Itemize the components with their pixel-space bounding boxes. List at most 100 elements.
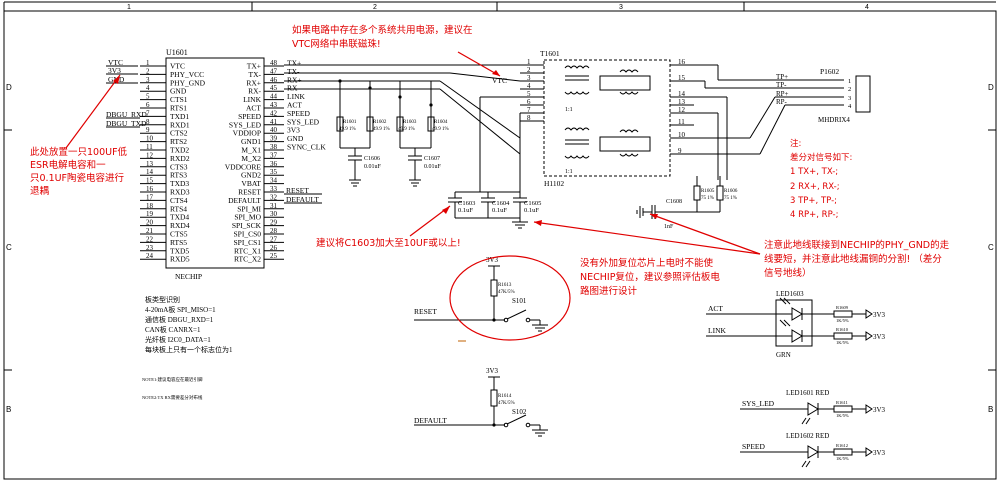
u1601-pin-name: VDDIOP	[233, 129, 261, 138]
u1601-pin-name: RXD5	[170, 255, 190, 264]
c1606-val: 0.01uF	[364, 164, 382, 170]
u1601-pin-number: 30	[270, 210, 278, 218]
gnd-tip-line-1: 注意此地线联接到NECHIP的PHY_GND的走	[764, 239, 950, 251]
u1601-pin-name: RX-	[248, 87, 261, 96]
reset-3v3: 3V3	[486, 256, 499, 264]
sys-led-3v3: 3V3	[873, 406, 886, 414]
u1601-body	[165, 57, 265, 269]
c1603-tip: 建议将C1603加大至10UF或以上!	[316, 237, 461, 249]
u1601-pin-number: 25	[270, 252, 278, 260]
p1602-pin-3: 3	[848, 95, 851, 102]
u1601-pin-name: GND1	[241, 137, 261, 146]
row-label-d-right: D	[988, 83, 994, 92]
u1601-pin-number: 12	[146, 151, 154, 159]
u1601-right-net-label: LINK	[287, 92, 305, 101]
cap-tip-line-3: 只0.1UF陶瓷电容进行	[30, 172, 125, 184]
u1601-pin-number: 19	[146, 210, 154, 218]
t1601-pin-number: 4	[527, 82, 531, 90]
u1601-pin-number: 20	[146, 219, 154, 227]
r1612-ref: R1612	[836, 443, 848, 448]
diff-note-item-3: 3 TP+, TP-;	[790, 196, 837, 206]
net-label-3v3-left: 3V3	[108, 66, 121, 75]
default-net-label: DEFAULT	[414, 416, 447, 425]
col-label-2: 2	[373, 4, 377, 11]
u1601-pin-name: PHY_VCC	[170, 70, 204, 79]
net-label-rp-plus: RP+	[776, 90, 789, 98]
u1601-right-pins: 48TX+47TX-46RX+45RX-44LINK43ACT42SPEED41…	[225, 59, 284, 264]
net-label-vtc-transformer: VTC	[492, 76, 507, 85]
u1601-right-net-label: 3V3	[287, 126, 300, 135]
u1601-pin-name: RXD1	[170, 120, 190, 129]
u1601-pin-name: M_X1	[241, 146, 261, 155]
u1601-pin-number: 31	[270, 202, 278, 210]
u1601-pin-name: RTS2	[170, 137, 187, 146]
gnd-tip-line-3: 信号地线）	[764, 267, 812, 279]
c1605-ref: C1605	[524, 200, 541, 207]
u1601-pin-name: CTS4	[170, 196, 188, 205]
reset-net-label: RESET	[414, 307, 437, 316]
row-label-d-left: D	[6, 83, 12, 92]
reset-tip-line-3: 路图进行设计	[580, 285, 638, 297]
u1601-pin-number: 4	[146, 84, 150, 92]
diff-note-item-4: 4 RP+, RP-;	[790, 210, 838, 220]
u1601-pin-number: 5	[146, 93, 150, 101]
r1605-val: 75 1%	[701, 196, 714, 201]
t1601-ratio-1: 1:1	[565, 107, 573, 113]
u1601-pin-number: 7	[146, 109, 150, 117]
reset-tip-line-2: NECHIP复位，建议参照评估板电	[580, 271, 720, 283]
c1608-val: 1nF	[664, 224, 674, 230]
u1601-pin-number: 39	[270, 135, 278, 143]
annotations: 如果电路中存在多个系统共用电源，建议在 VTC网络中串联磁珠! 此处放置一只10…	[30, 24, 950, 341]
s102-ref: S102	[512, 408, 527, 416]
t1601-pin-number: 8	[527, 114, 531, 122]
c1604-ref: C1604	[492, 200, 510, 207]
u1601-pin-name: RXD4	[170, 221, 190, 230]
p1602-name: MHDRIX4	[818, 116, 850, 124]
net-label-link: LINK	[708, 326, 726, 335]
note-2: NOTE2:TX RX需要差分对布线	[142, 394, 203, 401]
led1603-block: LED1603 GRN ACT LINK R1609 1K/5% R1610 1…	[706, 290, 886, 359]
t1601-ratio-2: 1:1	[565, 169, 573, 175]
u1601-right-net-label: SYNC_CLK	[287, 143, 326, 152]
p1602-pin-2: 2	[848, 86, 851, 93]
net-label-dbgu-rxd: DBGU_RXD	[106, 110, 147, 119]
diff-signal-lines	[284, 64, 521, 155]
u1601-pin-number: 14	[146, 168, 154, 176]
cap-tip-line-1: 此处放置一只100UF低	[30, 146, 128, 158]
u1601-pin-number: 44	[270, 93, 278, 101]
u1601-pin-number: 2	[146, 67, 150, 75]
u1601-pin-number: 9	[146, 126, 150, 134]
c1605-val: 0.1uF	[524, 207, 539, 214]
u1601-pin-number: 17	[146, 193, 154, 201]
u1601-pin-number: 34	[270, 177, 278, 185]
p1602-ref: P1602	[820, 67, 839, 76]
u1601-pin-number: 3	[146, 76, 150, 84]
r1601-ref: R1601	[343, 120, 357, 125]
u1601-pin-name: TXD5	[170, 246, 189, 255]
row-label-b-right: B	[988, 405, 993, 414]
u1601-pin-name: TXD3	[170, 179, 189, 188]
cap-tip-line-2: ESR电解电容和一	[30, 159, 106, 171]
u1601-pin-number: 37	[270, 151, 278, 159]
u1601-pin-number: 11	[146, 143, 153, 151]
board-id-line-4: 光纤板 I2C0_DATA=1	[145, 335, 211, 344]
u1601-pin-name: GND	[170, 87, 187, 96]
t1601-pin-number: 11	[678, 118, 685, 126]
u1601-right-net-label: RX-	[287, 84, 300, 93]
u1601-pin-number: 26	[270, 244, 278, 252]
u1601-right-nets: TX+TX-RX+RX-LINKACTSPEEDSYS_LED3V3GNDSYN…	[287, 59, 326, 152]
t1601-pin-number: 5	[527, 90, 531, 98]
u1601-pin-name: SYS_LED	[229, 120, 262, 129]
t1601-pin-number: 10	[678, 131, 686, 139]
r1613-ref: R1613	[498, 283, 512, 288]
speed-3v3: 3V3	[873, 449, 886, 457]
t1601-pin-number: 2	[527, 66, 531, 74]
u1601-pin-number: 13	[146, 160, 154, 168]
r1603-ref: R1603	[403, 120, 417, 125]
r1606-ref: R1606	[724, 189, 738, 194]
power-tip-line-2: VTC网络中串联磁珠!	[292, 38, 381, 50]
u1601-pin-number: 16	[146, 185, 154, 193]
c1607-val: 0.01uF	[424, 164, 442, 170]
